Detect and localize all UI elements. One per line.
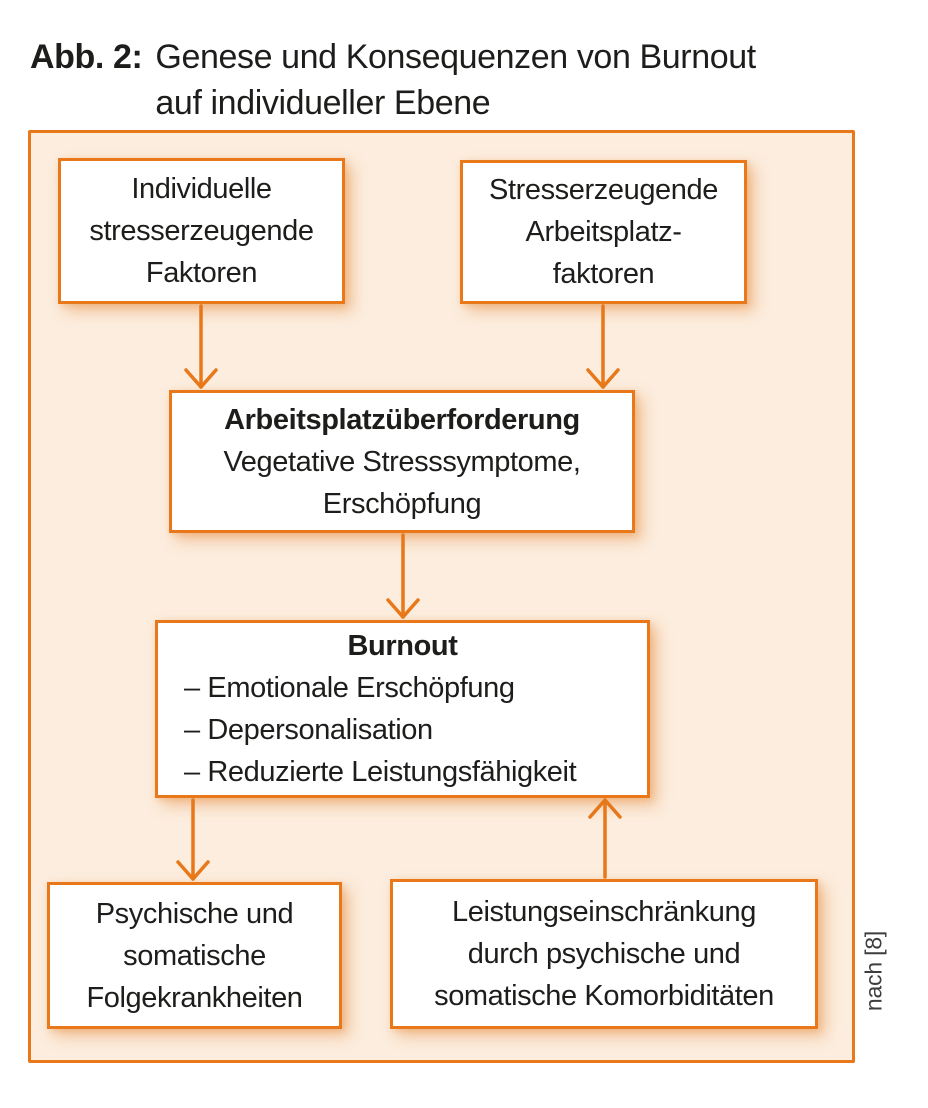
diagram-panel: Individuelle stresserzeugende Faktoren S… — [28, 130, 855, 1063]
burnout-symptom-list: – Emotionale Erschöpfung – Depersonalisa… — [158, 667, 647, 793]
list-item: – Depersonalisation — [184, 714, 433, 746]
node-overload: Arbeitsplatzüberforderung Vegetative Str… — [169, 390, 635, 533]
figure-caption: Abb. 2: Genese und Konsequenzen von Burn… — [30, 34, 756, 126]
node-text-line: somatische Komorbiditäten — [434, 980, 774, 1012]
list-item: – Reduzierte Leistungsfähigkeit — [184, 756, 577, 788]
node-impairment: Leistungseinschränkung durch psychische … — [390, 879, 818, 1029]
node-individual-factors: Individuelle stresserzeugende Faktoren — [58, 158, 345, 304]
node-consequences: Psychische und somatische Folgekrankheit… — [47, 882, 342, 1029]
arrow-down-individual-to-overload-icon — [184, 304, 218, 389]
node-text-line: Psychische und — [95, 897, 294, 930]
node-text-line: stresserzeugende — [89, 215, 314, 247]
node-text-line: faktoren — [552, 258, 655, 290]
node-text-line: durch psychische und — [467, 938, 741, 970]
arrow-up-impairment-to-burnout-icon — [588, 798, 622, 879]
list-item: – Emotionale Erschöpfung — [184, 672, 515, 704]
node-text-line: Faktoren — [145, 257, 258, 289]
node-title: Burnout — [347, 630, 458, 662]
arrow-down-burnout-to-consequences-icon — [176, 798, 210, 881]
node-text-line: Arbeitsplatz- — [525, 216, 682, 248]
figure-title-line-2: auf individueller Ebene — [155, 84, 491, 122]
node-text-line: Stresserzeugende — [489, 174, 718, 206]
figure-title-line-1: Genese und Konsequenzen von Burnout — [155, 38, 756, 76]
source-note: nach [8] — [860, 930, 887, 1012]
node-text-line: Individuelle — [131, 173, 272, 205]
node-burnout: Burnout – Emotionale Erschöpfung – Deper… — [155, 620, 650, 798]
arrow-down-workplace-to-overload-icon — [586, 304, 620, 389]
node-text-line: Folgekrankheiten — [86, 981, 303, 1014]
arrow-down-overload-to-burnout-icon — [386, 533, 420, 619]
node-text-line: Erschöpfung — [322, 487, 482, 520]
node-text-line: Vegetative Stresssymptome, — [223, 445, 581, 478]
figure-title: Genese und Konsequenzen von Burnout auf … — [155, 34, 756, 126]
figure-label: Abb. 2: — [30, 38, 143, 76]
node-workplace-factors: Stresserzeugende Arbeitsplatz- faktoren — [460, 160, 747, 304]
node-title: Arbeitsplatzüberforderung — [224, 403, 580, 436]
node-text-line: Leistungseinschränkung — [452, 896, 756, 928]
node-text-line: somatische — [123, 939, 266, 972]
